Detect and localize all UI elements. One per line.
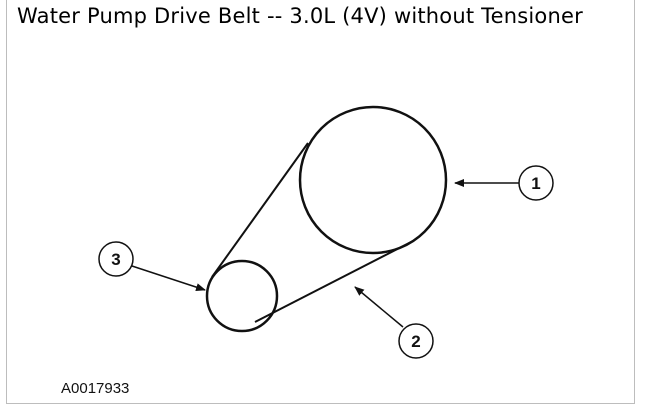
callout-2-label: 2 [411,332,420,351]
callout-3-label: 3 [111,250,120,269]
belt-upper-strand [211,142,309,278]
callout-1-label: 1 [531,174,540,193]
large-pulley [298,105,448,255]
belt-lower-strand [254,240,414,323]
diagram-title: Water Pump Drive Belt -- 3.0L (4V) witho… [17,4,583,28]
callout-2-badge [398,323,434,359]
small-pulley [205,259,279,333]
callout-3-badge [98,241,134,277]
diagram-frame [6,0,635,404]
callout-1-badge [518,165,554,201]
callout-3-leader [131,265,206,291]
callout-2-leader [354,286,404,328]
figure-id: A0017933 [61,380,129,397]
